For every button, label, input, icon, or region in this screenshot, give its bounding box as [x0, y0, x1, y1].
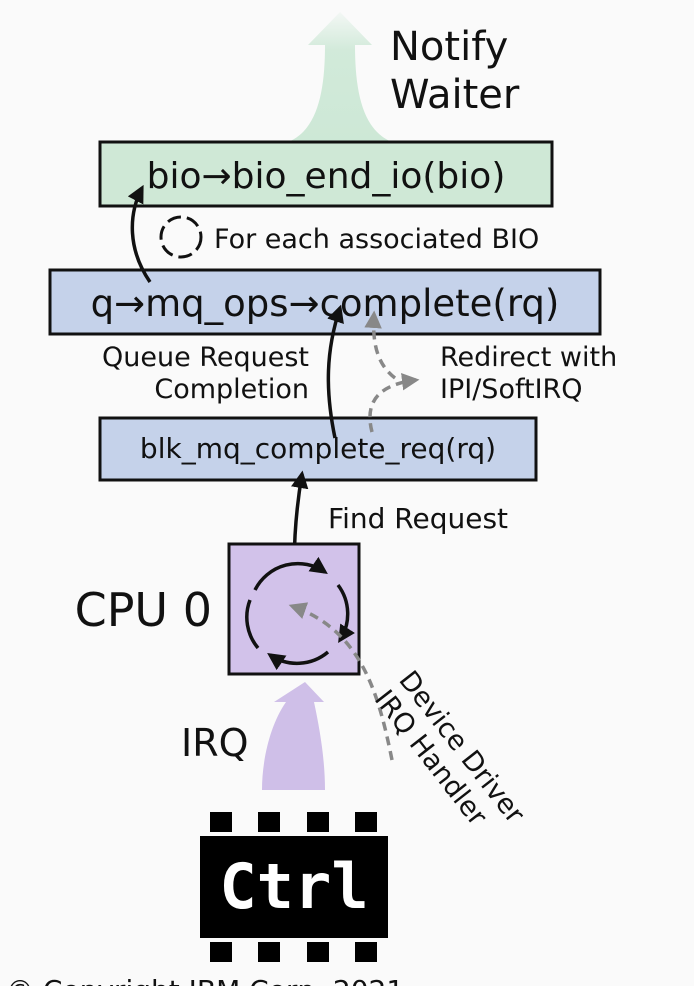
notify-arrow — [288, 12, 392, 142]
blk-complete-label: blk_mq_complete_req(rq) — [140, 432, 496, 465]
find-request-label: Find Request — [328, 502, 508, 535]
complete-label: q→mq_ops→complete(rq) — [91, 282, 560, 325]
ctrl-label: Ctrl — [219, 850, 368, 923]
complete-box — [48, 268, 602, 336]
bio-end-io-label: bio→bio_end_io(bio) — [147, 156, 506, 197]
copyright-text: © Copyright IBM Corp. 2021 — [6, 974, 404, 986]
cpu-box — [227, 542, 361, 676]
bio-end-io-box — [98, 140, 554, 208]
irq-arrow — [262, 682, 325, 790]
complete-to-bio-arrow — [127, 184, 152, 283]
redirect-arrow-up — [364, 310, 397, 380]
cpu-label: CPU 0 — [75, 583, 212, 637]
queue-completion-line2: Completion — [154, 374, 309, 405]
queue-completion-line1: Queue Request — [102, 342, 309, 373]
cpu-cycle-icon — [245, 556, 355, 671]
loop-icon — [159, 215, 203, 259]
notify-label-line1: Notify — [390, 24, 508, 70]
blk-to-complete-arrow — [326, 304, 344, 439]
blk-complete-box — [98, 416, 538, 482]
redirect-line1: Redirect with — [440, 342, 617, 373]
redirect-arrow-out — [368, 373, 420, 433]
controller-chip: Ctrl — [200, 812, 388, 962]
for-each-label: For each associated BIO — [214, 224, 539, 255]
redirect-line2: IPI/SoftIRQ — [440, 374, 583, 405]
notify-label-line2: Waiter — [390, 72, 520, 118]
driver-handler-arrow — [288, 602, 394, 761]
irq-label: IRQ — [181, 721, 249, 765]
